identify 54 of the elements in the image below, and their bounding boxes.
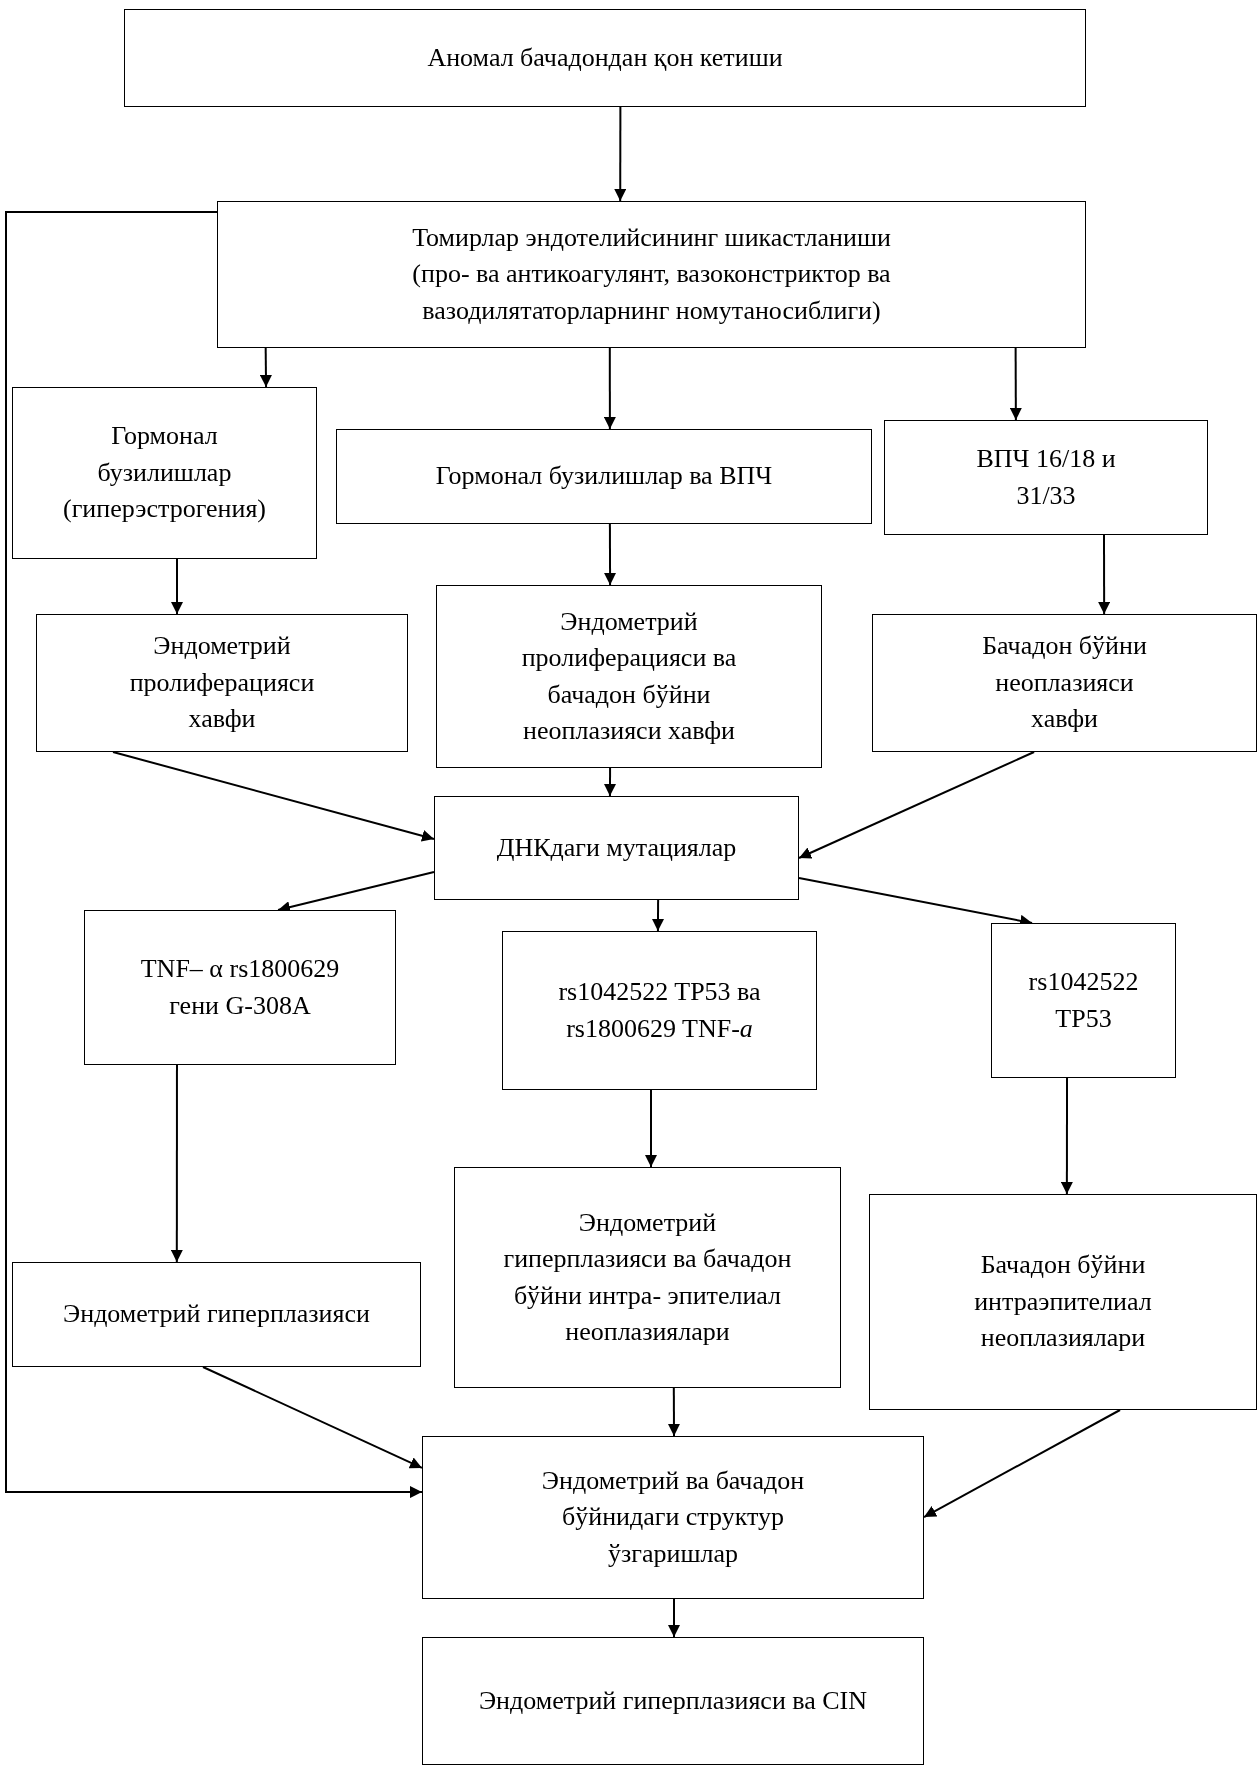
process-box bbox=[36, 614, 408, 752]
box-text: Эндометрий пролиферацияси ва бачадон бўйни неоплазияси хавфи bbox=[520, 605, 738, 747]
arrow bbox=[667, 1387, 680, 1437]
process-box bbox=[217, 201, 1086, 348]
box-text: Томирлар эндотелийсининг шикастланиши bbox=[412, 221, 891, 254]
arrow bbox=[604, 767, 616, 797]
arrow bbox=[645, 1089, 657, 1168]
box-text: (про- ва антикоагулянт, вазоконстриктор ва вазодилятаторларнинг номутаносиблиги) bbox=[411, 258, 892, 327]
arrow bbox=[1009, 347, 1022, 421]
box-text: Эндометрий пролиферацияси хавфи bbox=[128, 630, 316, 736]
process-box bbox=[454, 1167, 841, 1388]
process-box bbox=[12, 1262, 421, 1367]
box-text: Эндометрий гиперплазияси bbox=[63, 1298, 370, 1331]
box-text: Эндометрий гиперплазияси ва CIN bbox=[478, 1684, 868, 1717]
arrow bbox=[614, 106, 627, 202]
process-box bbox=[422, 1436, 924, 1599]
process-box bbox=[884, 420, 1208, 535]
arrow bbox=[170, 1064, 183, 1263]
arrow bbox=[171, 558, 183, 615]
box-text: TNF– α rs1800629 гени G-308A bbox=[139, 953, 341, 1022]
process-box bbox=[12, 387, 317, 559]
process-box bbox=[422, 1637, 924, 1765]
arrow bbox=[202, 1366, 423, 1469]
arrow bbox=[112, 751, 435, 842]
process-box bbox=[436, 585, 822, 768]
box-text: Эндометрий гиперплазияси ва бачадон бўйни интра- эпителиал неоплазиялари bbox=[502, 1206, 793, 1348]
process-box bbox=[434, 796, 799, 900]
box-text: rs1042522 TP53 ва rs1800629 TNF-a bbox=[557, 976, 762, 1045]
process-box bbox=[869, 1194, 1257, 1410]
arrow bbox=[1060, 1077, 1073, 1195]
box-text: rs1042522 TP53 bbox=[1027, 966, 1140, 1035]
arrow bbox=[603, 347, 616, 430]
arrow bbox=[652, 899, 664, 932]
process-box bbox=[502, 931, 817, 1090]
box-text: Эндометрий ва бачадон бўйнидаги структур ўзгаришлар bbox=[540, 1464, 806, 1570]
process-box bbox=[124, 9, 1086, 107]
box-text: Гормонал бузилишлар ва ВПЧ bbox=[435, 460, 773, 493]
arrow bbox=[798, 751, 1036, 859]
box-text: Бачадон бўйни неоплазияси хавфи bbox=[981, 630, 1148, 736]
process-box bbox=[872, 614, 1257, 752]
box-text: Бачадон бўйни интраэпителиал неоплазиялари bbox=[973, 1249, 1153, 1355]
arrow bbox=[5, 211, 423, 1499]
box-text: ВПЧ 16/18 и 31/33 bbox=[975, 443, 1117, 512]
arrow bbox=[668, 1598, 680, 1638]
box-text: Аномал бачадондан қон кетиши bbox=[427, 41, 783, 74]
arrow bbox=[923, 1409, 1122, 1518]
box-text: ДНКдаги мутациялар bbox=[496, 831, 737, 864]
process-box bbox=[84, 910, 396, 1065]
arrow bbox=[1098, 534, 1111, 615]
process-box bbox=[991, 923, 1176, 1078]
box-text: Гормонал бузилишлар (гиперэстрогения) bbox=[62, 420, 267, 526]
process-box bbox=[336, 429, 872, 524]
arrow bbox=[604, 523, 617, 586]
arrow bbox=[259, 347, 272, 388]
